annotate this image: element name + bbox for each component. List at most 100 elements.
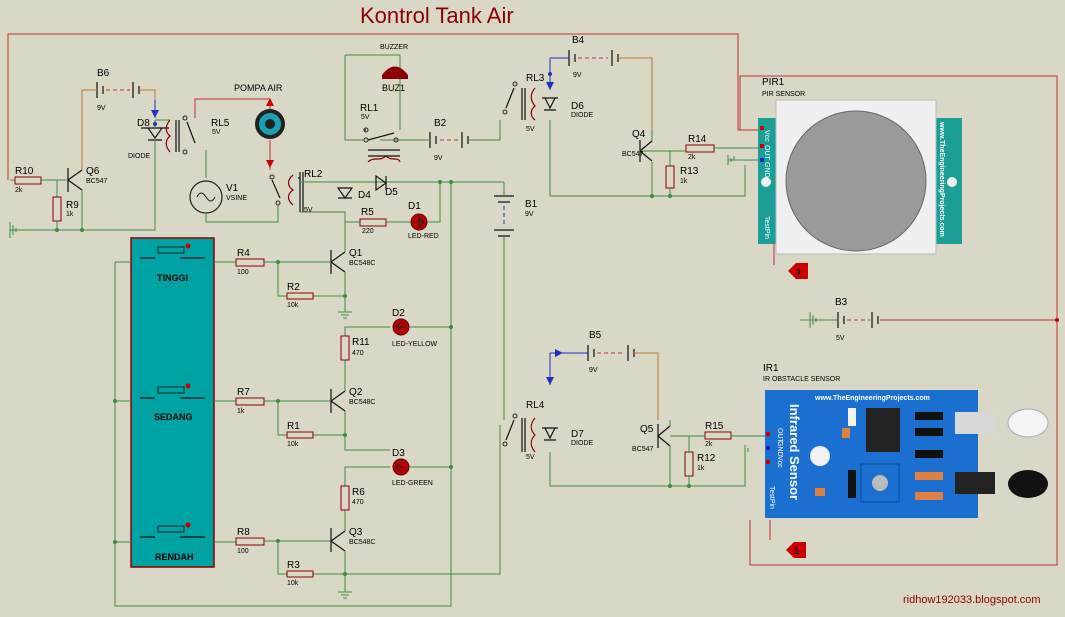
d1-value: LED-RED xyxy=(408,233,439,240)
footer-credit: ridhow192033.blogspot.com xyxy=(903,594,1041,606)
ir-pin-out: OUT xyxy=(776,428,783,444)
ac-source-v1 xyxy=(189,180,223,214)
d6-value: DIODE xyxy=(571,112,594,119)
q1-ref: Q1 xyxy=(349,248,363,259)
ir-terminal-label: 1 xyxy=(794,546,799,556)
pir-terminal-label: 1 xyxy=(796,267,801,277)
r4-value: 100 xyxy=(237,269,249,276)
r11-ref: R11 xyxy=(352,337,370,348)
b5-value: 9V xyxy=(589,367,598,374)
r12-ref: R12 xyxy=(697,453,716,464)
water-pump: POMPA AIR xyxy=(234,83,285,139)
r13-ref: R13 xyxy=(680,166,699,177)
q6-value: BC547 xyxy=(86,178,108,185)
pir-pin-test: TestPin xyxy=(763,216,770,239)
switch-tinggi[interactable]: TINGGI xyxy=(140,243,205,284)
d2-value: LED-YELLOW xyxy=(392,341,438,348)
q6-ref: Q6 xyxy=(86,166,100,177)
r2-value: 10k xyxy=(287,302,299,309)
r1-value: 10k xyxy=(287,441,299,448)
b3-ref: B3 xyxy=(835,297,848,308)
ir-pin-test: TestPin xyxy=(768,486,775,509)
switch-label-sedang: SEDANG xyxy=(154,412,193,422)
r15-ref: R15 xyxy=(705,421,724,432)
pir-pin-vcc: Vcc xyxy=(763,130,770,142)
q4-ref: Q4 xyxy=(632,129,646,140)
q1-value: BC548C xyxy=(349,260,375,267)
rl3-value: 5V xyxy=(526,126,535,133)
r7-value: 1k xyxy=(237,408,245,415)
pir-pin-out: OUT xyxy=(763,145,770,161)
pir-ref: PIR1 xyxy=(762,77,785,88)
rl4-value: 5V xyxy=(526,454,535,461)
d8-value: DIODE xyxy=(128,153,151,160)
led-d1 xyxy=(410,213,428,231)
pir-terminal: 1 xyxy=(788,263,808,279)
r13-value: 1k xyxy=(680,178,688,185)
d4-ref: D4 xyxy=(358,190,371,201)
r5-value: 220 xyxy=(362,228,374,235)
switch-rendah[interactable]: RENDAH xyxy=(140,522,205,563)
buzzer: BUZZER BUZ1 xyxy=(380,44,408,93)
b4-value: 9V xyxy=(573,72,582,79)
r1-ref: R1 xyxy=(287,421,300,432)
ir-terminal: 1 xyxy=(786,542,806,558)
pir-name: PIR SENSOR xyxy=(762,91,805,98)
ir-name: IR OBSTACLE SENSOR xyxy=(763,376,840,383)
schematic-title: Kontrol Tank Air xyxy=(360,3,514,28)
r15-value: 2k xyxy=(705,441,713,448)
r14-ref: R14 xyxy=(688,134,707,145)
d6-ref: D6 xyxy=(571,101,584,112)
ir-pin-vcc: Vcc xyxy=(776,456,783,468)
component-labels: B6 9V D8 DIODE RL5 5V V1 VSINE R10 2k Q6… xyxy=(15,35,848,587)
ir-sensor: IR1 IR OBSTACLE SENSOR www.TheEngineerin… xyxy=(763,363,1049,518)
led-d3 xyxy=(392,458,410,476)
rl4-ref: RL4 xyxy=(526,400,545,411)
r5-ref: R5 xyxy=(361,207,374,218)
r6-value: 470 xyxy=(352,499,364,506)
b2-value: 9V xyxy=(434,155,443,162)
q5-value: BC547 xyxy=(632,446,654,453)
r8-value: 100 xyxy=(237,548,249,555)
d2-ref: D2 xyxy=(392,308,405,319)
switch-label-tinggi: TINGGI xyxy=(157,273,188,283)
b5-ref: B5 xyxy=(589,330,602,341)
switch-label-rendah: RENDAH xyxy=(155,552,194,562)
v1-ref: V1 xyxy=(226,183,239,194)
r10-value: 2k xyxy=(15,187,23,194)
pir-website: www.TheEngineeringProjects.com xyxy=(938,121,945,237)
d3-ref: D3 xyxy=(392,448,405,459)
level-switch-panel: TINGGI SEDANG RENDAH xyxy=(130,237,215,568)
r3-ref: R3 xyxy=(287,560,300,571)
b6-value: 9V xyxy=(97,105,106,112)
d1-ref: D1 xyxy=(408,201,421,212)
b6-ref: B6 xyxy=(97,68,110,79)
rl1-value: 5V xyxy=(361,114,370,121)
r10-ref: R10 xyxy=(15,166,34,177)
ir-board-text: Infrared Sensor xyxy=(787,404,802,500)
rl2-ref: RL2 xyxy=(304,169,323,180)
b1-value: 9V xyxy=(525,211,534,218)
b1-ref: B1 xyxy=(525,199,538,210)
b2-ref: B2 xyxy=(434,118,447,129)
switch-sedang[interactable]: SEDANG xyxy=(140,383,205,423)
d7-value: DIODE xyxy=(571,440,594,447)
q2-value: BC548C xyxy=(349,399,375,406)
b4-ref: B4 xyxy=(572,35,585,46)
r9-value: 1k xyxy=(66,211,74,218)
r3-value: 10k xyxy=(287,580,299,587)
r11-value: 470 xyxy=(352,350,364,357)
r6-ref: R6 xyxy=(352,487,365,498)
buzzer-ref: BUZ1 xyxy=(382,83,405,93)
rl5-value: 5V xyxy=(212,129,221,136)
pir-pin-gnd: GND xyxy=(763,162,770,178)
pir-sensor: PIR1 PIR SENSOR Vcc OUT GND TestPin www.… xyxy=(758,77,962,255)
d3-value: LED-GREEN xyxy=(392,480,433,487)
rl2-value: 5V xyxy=(304,207,313,214)
d7-ref: D7 xyxy=(571,429,584,440)
rl3-ref: RL3 xyxy=(526,73,545,84)
pump-name: POMPA AIR xyxy=(234,83,283,93)
r8-ref: R8 xyxy=(237,527,250,538)
q5-ref: Q5 xyxy=(640,424,654,435)
